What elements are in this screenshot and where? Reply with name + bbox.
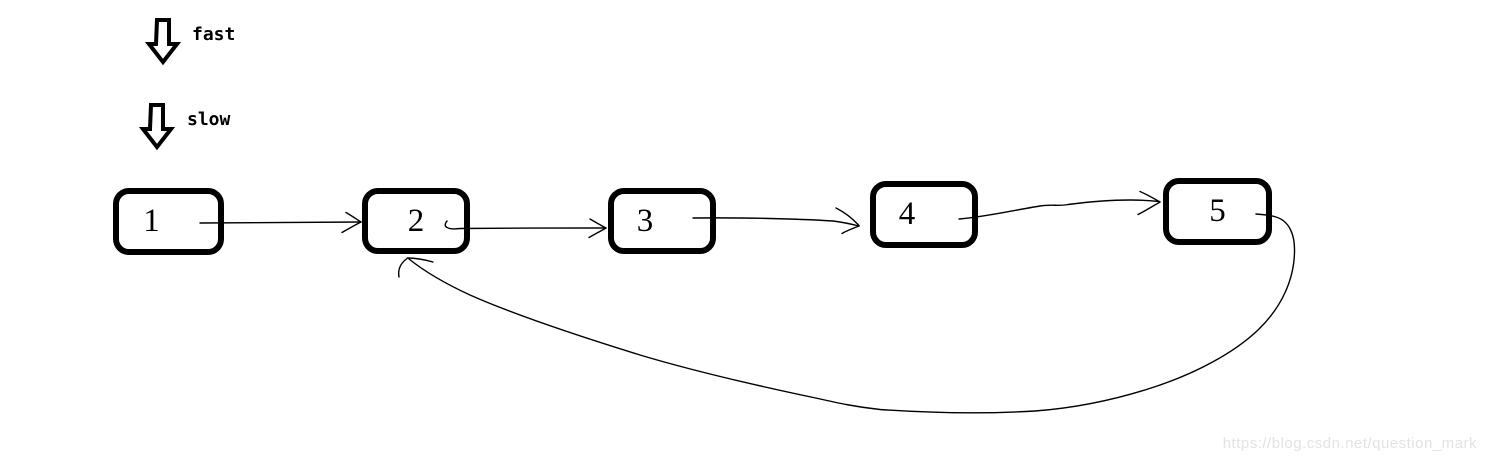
node-2-label: 2 <box>407 202 425 239</box>
node-3-label: 3 <box>636 202 654 239</box>
slow-pointer-label: slow <box>187 109 231 130</box>
node-4-label: 4 <box>898 196 916 232</box>
node-5: 5 <box>1163 178 1272 245</box>
fast-down-block-arrow-icon <box>144 18 182 66</box>
node-2: 2 <box>362 188 470 254</box>
node-1: 1 <box>113 188 224 255</box>
node-5-label: 5 <box>1209 193 1226 229</box>
arrow-node5-cycle-back-to-node2 <box>397 213 1296 414</box>
arrow-node3-to-node4 <box>692 207 860 235</box>
watermark-text: https://blog.csdn.net/question_mark <box>1222 435 1477 452</box>
node-1-label: 1 <box>143 203 160 239</box>
slow-down-block-arrow-icon <box>138 103 176 151</box>
node-3: 3 <box>608 188 716 254</box>
fast-pointer-label: fast <box>192 24 236 45</box>
arrow-node4-to-node5 <box>958 190 1161 220</box>
arrow-node1-to-node2 <box>199 211 362 234</box>
node-4: 4 <box>870 181 978 248</box>
